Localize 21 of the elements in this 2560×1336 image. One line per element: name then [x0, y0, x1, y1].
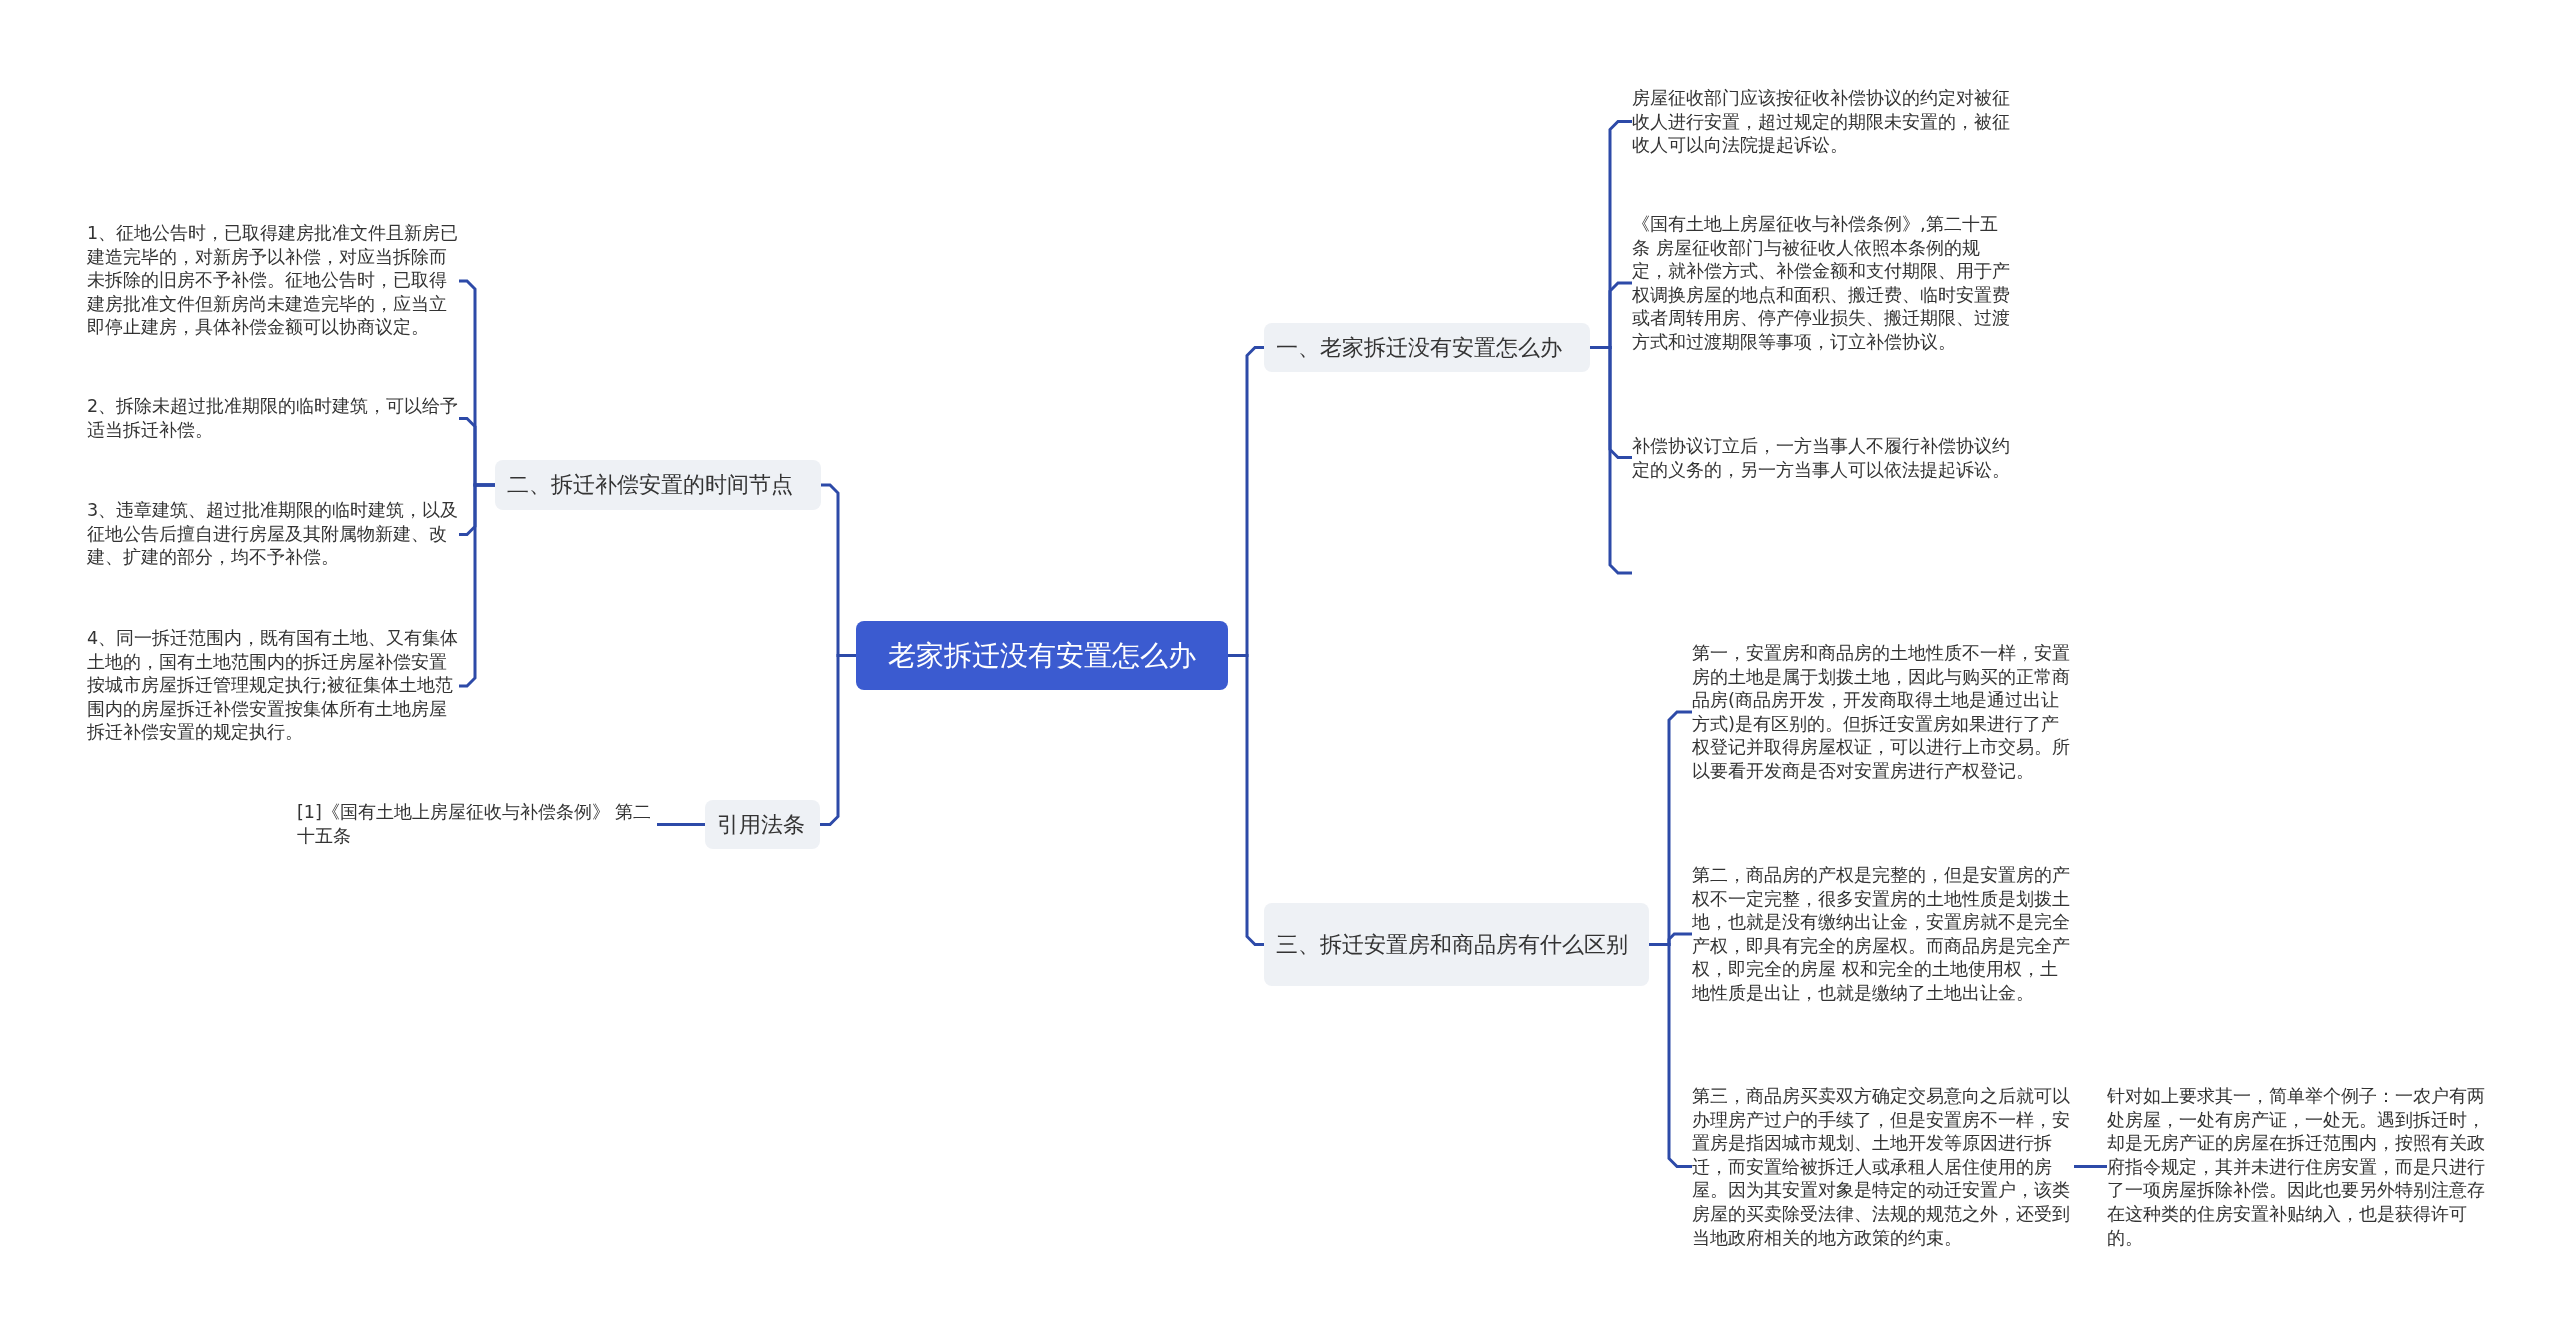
- note-text: [1]《国有土地上房屋征收与补偿条例》 第二十五条: [297, 801, 657, 849]
- note-text: 房屋征收部门应该按征收补偿协议的约定对被征收人进行安置，超过规定的期限未安置的，被征收人可以向法院提起诉讼。: [1632, 86, 2014, 157]
- topic-box: 三、拆迁安置房和商品房有什么区别: [1264, 903, 1649, 986]
- note-text: 《国有土地上房屋征收与补偿条例》,第二十五条 房屋征收部门与被征收人依照本条例的规定，就补偿方式、补偿金额和支付期限、用于产权调换房屋的地点和面积、搬迁费、临时安置费或者周转用房、停产停业损失、搬迁期限、过渡方式和过渡期限等事项，订立补偿协议。: [1632, 212, 2014, 354]
- note-text: 第二，商品房的产权是完整的，但是安置房的产权不一定完整，很多安置房的土地性质是划拨土地，也就是没有缴纳出让金，安置房就不是完全产权，即具有完全的房屋权。而商品房是完全产权，即完全的房屋 权和完全的土地使用权，土地性质是出让，也就是缴纳了土地出让金。: [1692, 863, 2074, 1005]
- topic-box: 引用法条: [705, 800, 820, 849]
- note-text: 4、同一拆迁范围内，既有国有土地、又有集体土地的，国有土地范围内的拆迁房屋补偿安置按城市房屋拆迁管理规定执行;被征集体土地范围内的房屋拆迁补偿安置按集体所有土地房屋拆迁补偿安置的规定执行。: [87, 627, 459, 745]
- note-text: 补偿协议订立后，一方当事人不履行补偿协议约定的义务的，另一方当事人可以依法提起诉讼。: [1632, 434, 2014, 482]
- connector-line: [2074, 1165, 2107, 1168]
- note-text: 第三，商品房买卖双方确定交易意向之后就可以办理房产过户的手续了，但是安置房不一样，安置房是指因城市规划、土地开发等原因进行拆迁，而安置给被拆迁人或承租人居住使用的房屋。因为其安置对象是特定的动迁安置户，该类房屋的买卖除受法律、法规的规范之外，还受到当地政府相关的地方政策的约束。: [1692, 1084, 2074, 1250]
- connector-line: [820, 654, 856, 826]
- note-text: 1、征地公告时，已取得建房批准文件且新房已建造完毕的，对新房予以补偿，对应当拆除而未拆除的旧房不予补偿。征地公告时，已取得建房批准文件但新房尚未建造完毕的，应当立即停止建房，具体补偿金额可以协商议定。: [87, 222, 459, 340]
- connector-line: [657, 823, 705, 826]
- central-topic: 老家拆迁没有安置怎么办: [856, 621, 1228, 690]
- note-text: 3、违章建筑、超过批准期限的临时建筑，以及征地公告后擅自进行房屋及其附属物新建、改建、扩建的部分，均不予补偿。: [87, 499, 459, 570]
- topic-box: 二、拆迁补偿安置的时间节点: [495, 460, 821, 510]
- connector-line: [459, 483, 495, 688]
- note-text: 第一，安置房和商品房的土地性质不一样，安置房的土地是属于划拨土地，因此与购买的正常商品房(商品房开发，开发商取得土地是通过出让方式)是有区别的。但拆迁安置房如果进行了产权登记并取得房屋权证，可以进行上市交易。所以要看开发商是否对安置房进行产权登记。: [1692, 641, 2074, 783]
- topic-box: 一、老家拆迁没有安置怎么办: [1264, 323, 1590, 372]
- note-text: 2、拆除未超过批准期限的临时建筑，可以给予适当拆迁补偿。: [87, 395, 459, 443]
- note-text: 针对如上要求其一，简单举个例子：一农户有两处房屋，一处有房产证，一处无。遇到拆迁时，却是无房产证的房屋在拆迁范围内，按照有关政府指令规定，其并未进行住房安置，而是只进行了一项房屋拆除补偿。因此也要另外特别注意存在这种类的住房安置补贴纳入，也是获得许可的。: [2107, 1084, 2489, 1250]
